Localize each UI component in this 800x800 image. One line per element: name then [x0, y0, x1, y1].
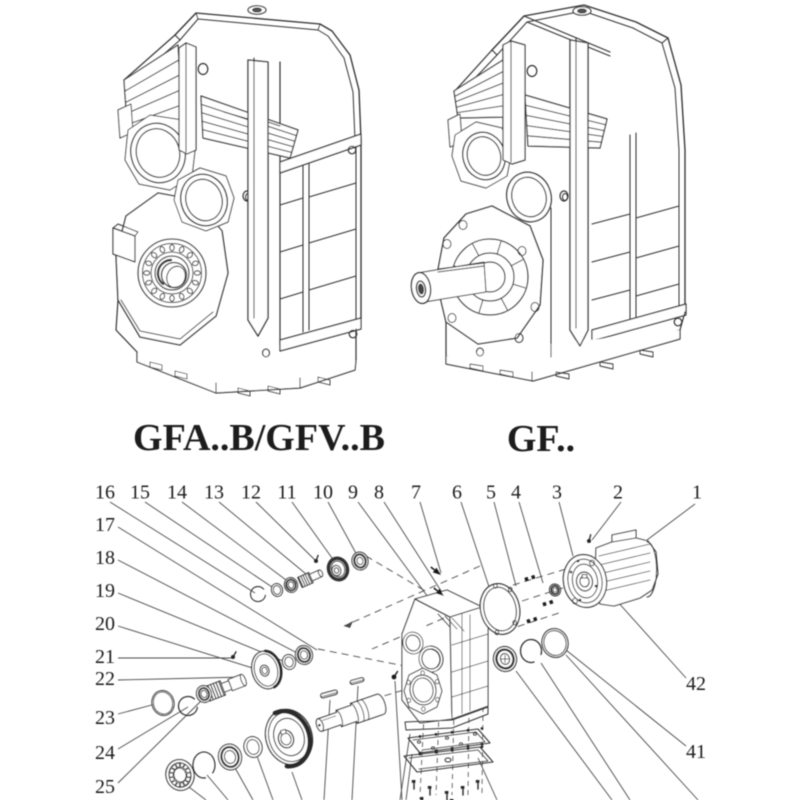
- svg-text:13: 13: [204, 482, 224, 504]
- svg-text:16: 16: [95, 482, 115, 504]
- svg-text:15: 15: [130, 482, 150, 504]
- svg-text:9: 9: [348, 482, 358, 504]
- svg-text:19: 19: [95, 580, 115, 602]
- svg-text:1: 1: [692, 482, 702, 504]
- svg-text:6: 6: [452, 482, 462, 504]
- svg-text:14: 14: [167, 482, 187, 504]
- svg-text:3: 3: [552, 482, 562, 504]
- svg-text:21: 21: [95, 646, 115, 668]
- svg-text:GFA..B/GFV..B: GFA..B/GFV..B: [133, 417, 385, 459]
- svg-text:10: 10: [313, 482, 333, 504]
- svg-text:23: 23: [95, 707, 115, 729]
- svg-text:17: 17: [95, 514, 115, 536]
- svg-text:4: 4: [511, 482, 521, 504]
- svg-text:5: 5: [486, 482, 496, 504]
- svg-text:2: 2: [613, 482, 623, 504]
- svg-text:42: 42: [686, 673, 706, 695]
- svg-text:25: 25: [95, 776, 115, 798]
- svg-text:24: 24: [95, 742, 115, 764]
- svg-text:22: 22: [95, 668, 115, 690]
- svg-text:18: 18: [95, 547, 115, 569]
- svg-text:7: 7: [411, 482, 421, 504]
- svg-text:GF..: GF..: [507, 418, 575, 460]
- svg-text:20: 20: [95, 613, 115, 635]
- svg-text:8: 8: [374, 482, 384, 504]
- svg-text:11: 11: [277, 482, 296, 504]
- svg-text:41: 41: [686, 741, 706, 763]
- svg-text:12: 12: [241, 482, 261, 504]
